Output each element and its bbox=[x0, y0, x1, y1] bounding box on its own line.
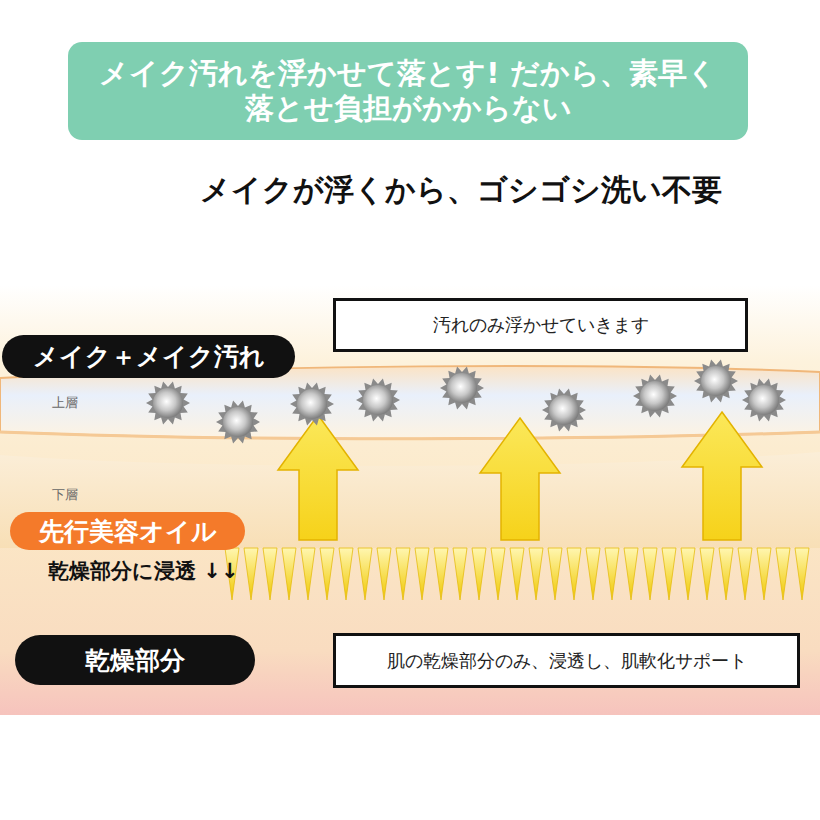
layer-edge bbox=[0, 432, 820, 439]
label-pill: 乾燥部分 bbox=[15, 635, 255, 685]
oil-spikes bbox=[225, 548, 809, 600]
skin-ground bbox=[0, 285, 820, 715]
note-box: 肌の乾燥部分のみ、浸透し、肌軟化サポート bbox=[333, 633, 800, 688]
layer-name: 下層 bbox=[52, 486, 78, 504]
layer-name: 上層 bbox=[52, 394, 78, 412]
lift-arrows bbox=[278, 412, 762, 540]
node-text: 汚れのみ浮かせていきます bbox=[433, 313, 649, 337]
label-pill: 先行美容オイル bbox=[10, 512, 245, 550]
subtitle: メイクが浮くから、ゴシゴシ洗い不要 bbox=[200, 170, 722, 211]
note-text: 乾燥部分に浸透 ↓↓ bbox=[48, 557, 239, 585]
node-text: 肌の乾燥部分のみ、浸透し、肌軟化サポート bbox=[387, 649, 747, 673]
title-text: メイク汚れを浮かせて落とす! だから、素早く落とせ負担がかからない bbox=[98, 56, 718, 126]
label-pill: メイク＋メイク汚れ bbox=[2, 335, 295, 378]
node-text: 先行美容オイル bbox=[39, 515, 217, 548]
note-box: 汚れのみ浮かせていきます bbox=[333, 298, 748, 352]
title-banner: メイク汚れを浮かせて落とす! だから、素早く落とせ負担がかからない bbox=[68, 42, 748, 140]
node-text: メイク＋メイク汚れ bbox=[33, 340, 265, 373]
node-text: 乾燥部分 bbox=[85, 644, 185, 677]
